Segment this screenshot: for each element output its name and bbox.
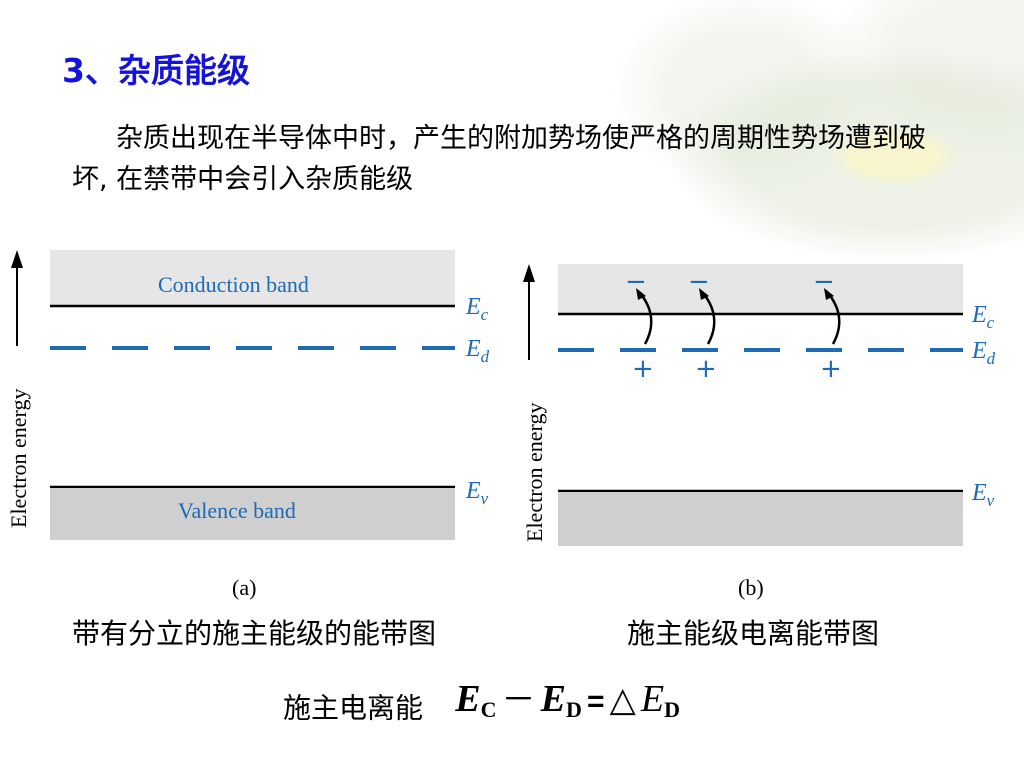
band-diagram-b: Electron energy − − − + + + Ec [512, 252, 1024, 606]
ed-label: Ed [465, 336, 490, 366]
background-flower-decoration [560, 0, 1024, 300]
ec-label: Ec [971, 302, 995, 332]
caption-a: 带有分立的施主能级的能带图 [72, 617, 437, 650]
intro-paragraph: 杂质出现在半导体中时，产生的附加势场使严格的周期性势场遭到破坏, 在禁带中会引入… [72, 123, 926, 195]
panel-label-a: (a) [232, 575, 256, 600]
ev-label: Ev [971, 480, 995, 510]
ionization-arrow [636, 288, 653, 345]
ev-label: Ev [465, 478, 489, 508]
formula-ec: EC [455, 678, 497, 722]
energy-axis-arrow [11, 250, 23, 268]
valence-band-region [558, 492, 963, 546]
formula-delta: △ [609, 680, 636, 720]
panel-label-b: (b) [738, 575, 764, 600]
electron-mark: − [625, 267, 647, 297]
conduction-band-region [50, 250, 455, 306]
valence-band-region [50, 488, 455, 540]
conduction-band-label: Conduction band [158, 272, 309, 297]
ionized-donor-mark: + [632, 354, 654, 384]
slide-title: 3、杂质能级 [62, 51, 250, 90]
caption-b: 施主能级电离能带图 [627, 617, 880, 650]
formula-minus: － [501, 680, 536, 720]
formula-delta-e: ED [640, 678, 680, 722]
valence-band-label: Valence band [178, 498, 296, 523]
ionization-energy-formula: 施主电离能 EC － ED = △ ED [283, 672, 680, 725]
conduction-band-region [558, 264, 963, 314]
ionized-donor-mark: + [695, 354, 717, 384]
ionization-arrow [824, 288, 841, 345]
formula-ed: ED [540, 678, 582, 722]
y-axis-label: Electron energy [522, 403, 547, 542]
band-diagram-a: Electron energy Conduction band Valence … [0, 238, 512, 606]
formula-equals: = [586, 685, 605, 718]
y-axis-label: Electron energy [6, 389, 31, 528]
electron-mark: − [813, 267, 835, 297]
ionization-arrow [699, 288, 716, 345]
ed-label: Ed [971, 338, 996, 368]
electron-mark: − [688, 267, 710, 297]
ec-label: Ec [465, 294, 489, 324]
formula-label: 施主电离能 [283, 691, 424, 725]
energy-axis-arrow [523, 264, 535, 282]
ionized-donor-mark: + [820, 354, 842, 384]
